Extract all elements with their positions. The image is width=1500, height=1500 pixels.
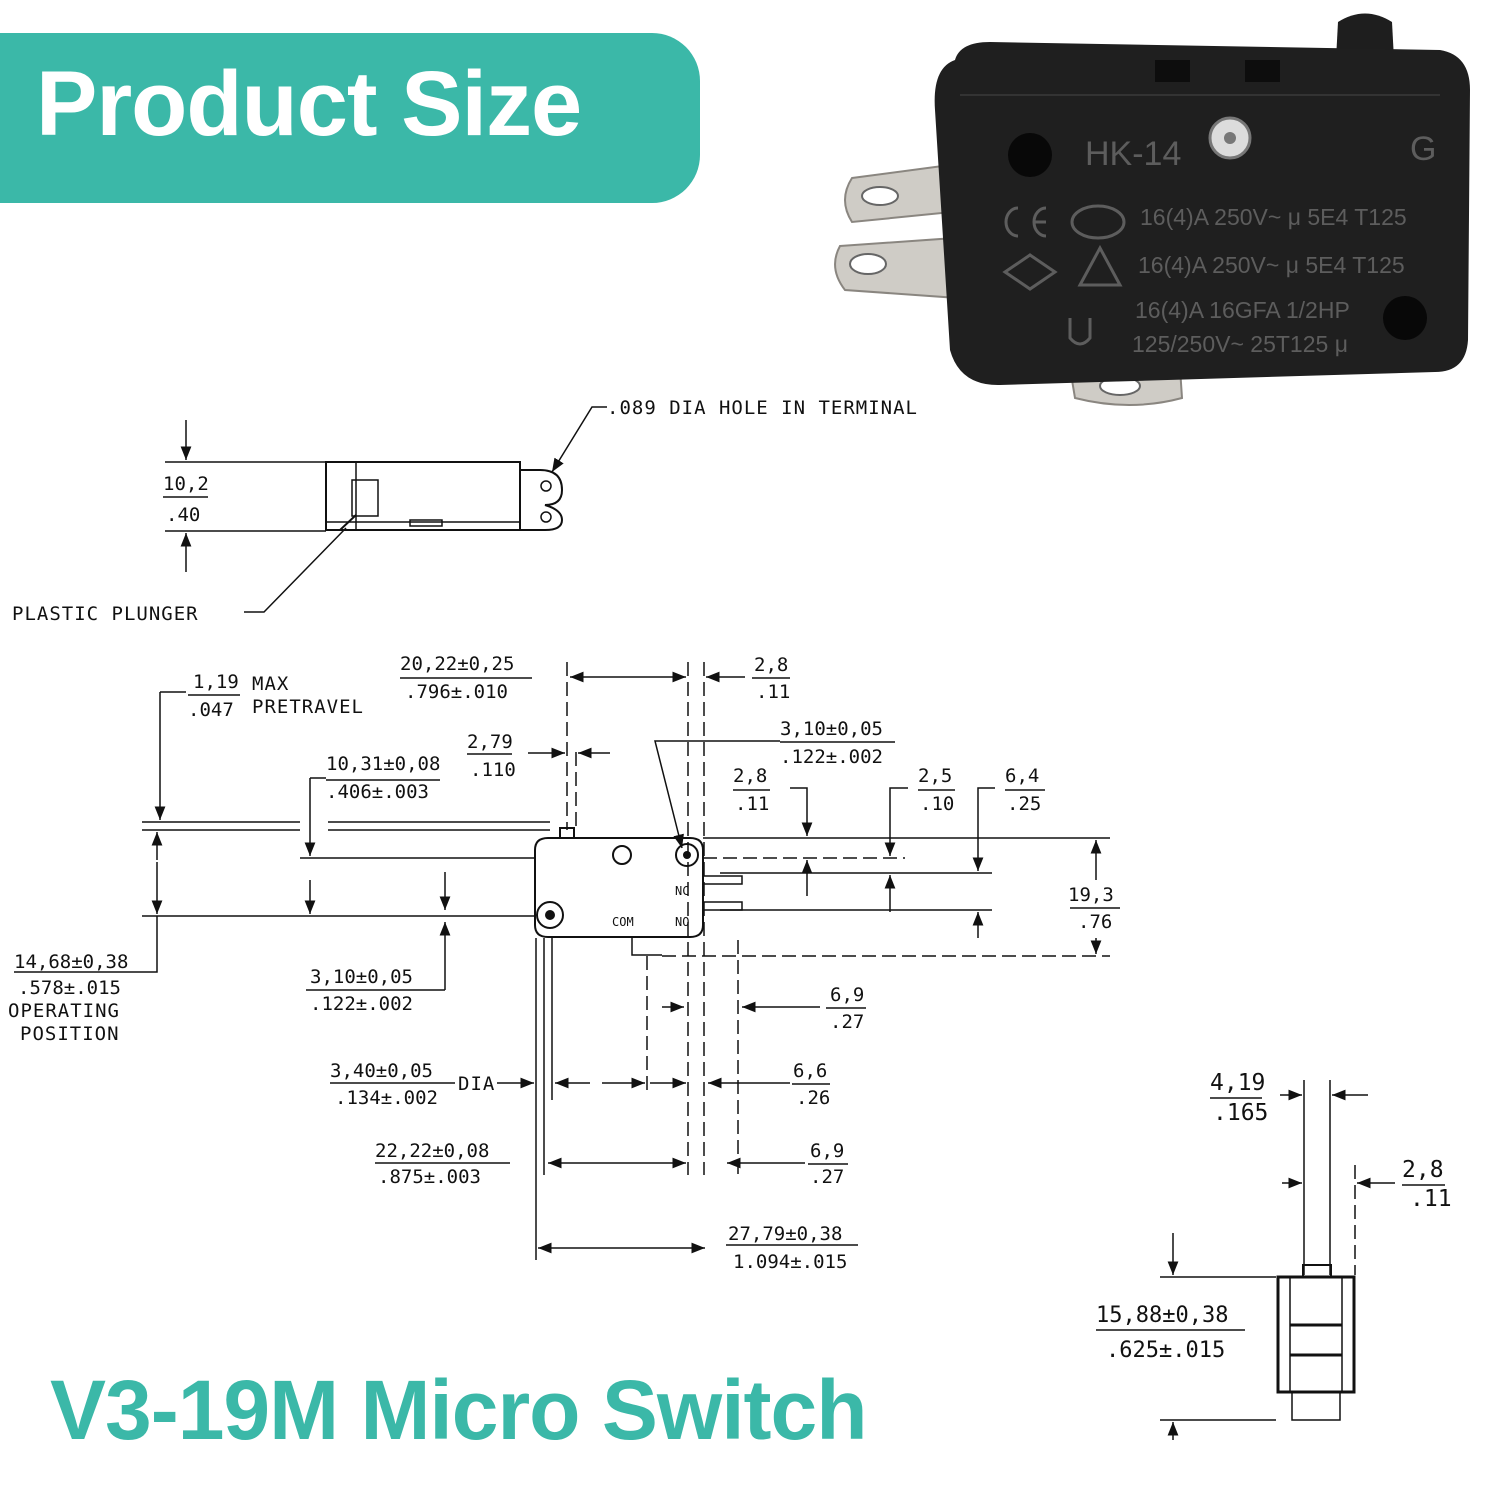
hole-position-in: .122±.002 — [780, 746, 883, 768]
position-label: POSITION — [20, 1023, 120, 1045]
switch-body — [934, 42, 1470, 386]
top-view-drawing: 10,2 .40 .089 DIA HOLE IN TERMINAL PLAST… — [12, 397, 918, 625]
end-width-mm: 4,19 — [1210, 1070, 1265, 1096]
operating-label: OPERATING — [8, 1000, 120, 1022]
terminal-width-in: .11 — [756, 681, 790, 703]
rating-line-2: 16(4)A 250V~ μ 5E4 T125 — [1138, 252, 1405, 278]
side-view-drawing: NC NO COM 1,19 .047 MAX PRETRAVEL 14,68±… — [8, 653, 1120, 1273]
operating-position-mm: 14,68±0,38 — [14, 951, 128, 973]
nc-width-mm: 2,8 — [733, 765, 767, 787]
nc-terminal-mm: 6,6 — [793, 1060, 827, 1082]
end-width-in: .165 — [1213, 1100, 1268, 1126]
end-height-mm: 15,88±0,38 — [1096, 1303, 1228, 1328]
corner-mark: G — [1410, 130, 1436, 168]
terminal-hole-label: .089 DIA HOLE IN TERMINAL — [607, 397, 918, 419]
nc-terminal-in: .26 — [796, 1087, 830, 1109]
ce-mark-icon — [1004, 206, 1047, 238]
end-terminal-mm: 2,8 — [1402, 1157, 1444, 1183]
overall-height-in: .76 — [1078, 911, 1112, 933]
plunger-position-in: .796±.010 — [405, 681, 508, 703]
mounting-hole-upper — [1008, 133, 1052, 177]
hole-position-mm: 3,10±0,05 — [780, 718, 883, 740]
pretravel-in: .047 — [188, 699, 234, 721]
overall-length-mm: 27,79±0,38 — [728, 1223, 842, 1245]
pretravel-label: PRETRAVEL — [252, 696, 364, 718]
rating-line-3: 16(4)A 16GFA 1/2HP — [1135, 297, 1350, 323]
com-terminal-in: .27 — [830, 1011, 864, 1033]
switch-photo: HK-14 G 16(4)A 250V~ μ 5E4 T125 16(4)A 2… — [834, 13, 1470, 406]
overall-length-in: 1.094±.015 — [733, 1251, 847, 1273]
no-offset-in: .10 — [920, 793, 954, 815]
end-terminal-in: .11 — [1410, 1186, 1452, 1212]
nc-terminal-label: NC — [675, 884, 689, 898]
no-offset-mm: 2,5 — [918, 765, 952, 787]
model-mark: HK-14 — [1085, 135, 1181, 173]
ul-mark-icon — [1068, 318, 1092, 346]
thickness-in: .40 — [166, 504, 200, 526]
no-terminal-mm: 6,9 — [810, 1140, 844, 1162]
plunger-width-mm: 2,79 — [467, 731, 513, 753]
free-position-mm: 10,31±0,08 — [326, 753, 440, 775]
hole-diameter-in: .134±.002 — [335, 1087, 438, 1109]
end-height-in: .625±.015 — [1106, 1338, 1225, 1363]
rating-line-1: 16(4)A 250V~ μ 5E4 T125 — [1140, 204, 1407, 230]
pretravel-label-max: MAX — [252, 673, 289, 695]
terminal-width-mm: 2,8 — [754, 654, 788, 676]
vde-mark-icon — [1077, 244, 1123, 287]
cqc-mark-icon — [1070, 204, 1126, 240]
terminal-tab-middle — [834, 236, 960, 300]
nc-width-in: .11 — [735, 793, 769, 815]
mounting-hole-lower — [1383, 296, 1427, 340]
lower-hole-position-mm: 3,10±0,05 — [310, 966, 413, 988]
page-title: Product Size — [36, 53, 582, 155]
hole-spacing-mm: 22,22±0,08 — [375, 1140, 489, 1162]
terminal-tab-top — [844, 163, 954, 224]
product-name: V3-19M Micro Switch — [50, 1363, 868, 1457]
end-view-drawing: 4,19 .165 2,8 .11 15,88±0,38 .625±.015 — [1096, 1070, 1452, 1440]
terminal-spacing-mm: 6,4 — [1005, 765, 1039, 787]
enec-mark-icon — [1002, 253, 1058, 291]
free-position-in: .406±.003 — [326, 781, 429, 803]
plastic-plunger-label: PLASTIC PLUNGER — [12, 603, 199, 625]
no-terminal-label: NO — [675, 915, 689, 929]
rating-line-4: 125/250V~ 25T125 μ — [1132, 331, 1348, 357]
no-terminal-in: .27 — [810, 1166, 844, 1188]
header-banner — [0, 33, 700, 203]
hole-spacing-in: .875±.003 — [378, 1166, 481, 1188]
pretravel-mm: 1,19 — [193, 671, 239, 693]
plunger-position-mm: 20,22±0,25 — [400, 653, 514, 675]
overall-height-mm: 19,3 — [1068, 884, 1114, 906]
plunger-width-in: .110 — [470, 759, 516, 781]
hole-diameter-mm: 3,40±0,05 — [330, 1060, 433, 1082]
dia-label: DIA — [458, 1073, 495, 1095]
com-terminal-label: COM — [612, 915, 634, 929]
com-terminal-mm: 6,9 — [830, 984, 864, 1006]
thickness-mm: 10,2 — [163, 473, 209, 495]
lower-hole-position-in: .122±.002 — [310, 993, 413, 1015]
operating-position-in: .578±.015 — [18, 977, 121, 999]
terminal-spacing-in: .25 — [1007, 793, 1041, 815]
